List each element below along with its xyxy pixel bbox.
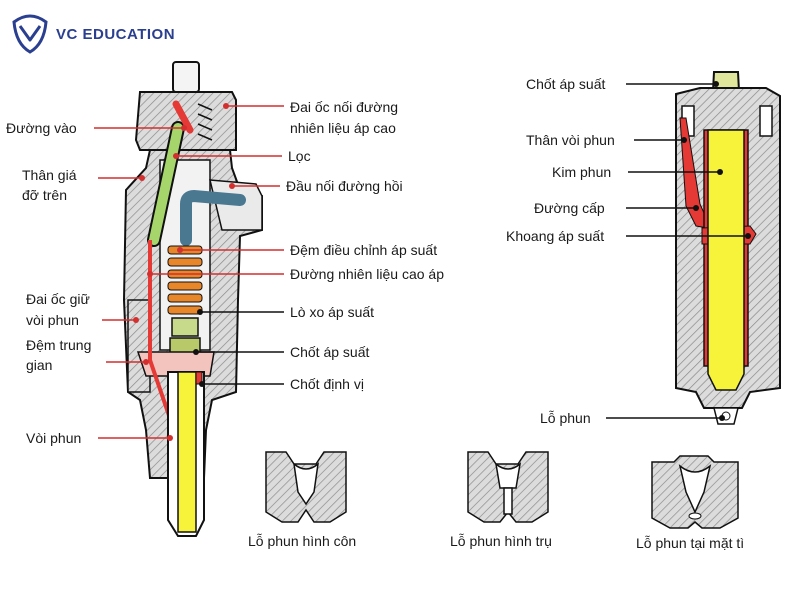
caption-cylindrical-hole: Lỗ phun hình trụ — [450, 533, 552, 549]
label-inlet: Đường vào — [6, 120, 77, 136]
label-spray-hole: Lỗ phun — [540, 410, 591, 426]
return-line — [180, 189, 246, 246]
label-spacer-line2: gian — [26, 357, 53, 373]
label-needle: Kim phun — [552, 164, 612, 180]
label-nozzle-nut-line1: Đai ốc giữ — [26, 291, 90, 307]
label-nozzle: Vòi phun — [26, 430, 82, 446]
label-pressure-pin: Chốt áp suất — [290, 344, 370, 360]
label-nozzle-body: Thân vòi phun — [526, 132, 615, 148]
caption-conical-hole: Lỗ phun hình côn — [248, 533, 357, 549]
caption-seat-hole: Lỗ phun tại mặt tì — [636, 535, 745, 551]
label-spring: Lò xo áp suất — [290, 304, 375, 320]
nozzle-type-cylindrical — [467, 451, 549, 523]
label-pressure-chamber: Khoang áp suất — [506, 228, 605, 244]
right-leader-lines — [606, 81, 751, 421]
left-leader-lines — [94, 103, 284, 441]
label-upper-holder-line1: Thân giá — [22, 167, 77, 183]
injector-assembly — [122, 61, 263, 537]
filter-element — [149, 123, 183, 245]
brand-logo-icon — [12, 14, 48, 54]
label-filter: Lọc — [288, 148, 311, 164]
label-feed-line: Đường cấp — [534, 200, 605, 216]
label-locating-pin: Chốt định vị — [290, 376, 364, 392]
label-hp-nut-line1: Đai ốc nối đường — [290, 99, 399, 115]
label-return-connector: Đầu nối đường hồi — [286, 178, 403, 194]
needle — [177, 371, 197, 533]
nozzle-type-seat — [651, 455, 739, 529]
label-hp-nut-line2: nhiên liệu áp cao — [290, 120, 396, 136]
brand-name: VC EDUCATION — [56, 26, 176, 43]
label-pressure-shim: Đệm điều chỉnh áp suất — [290, 242, 438, 258]
label-upper-holder-line2: đỡ trên — [22, 187, 67, 203]
label-hp-line: Đường nhiên liệu cao áp — [290, 266, 444, 282]
nozzle-cross-section — [675, 71, 781, 425]
nozzle-type-conical — [265, 451, 347, 523]
label-right-pressure-pin: Chốt áp suất — [526, 76, 606, 92]
pressure-pin-part — [171, 317, 199, 337]
label-spacer-line1: Đệm trung — [26, 337, 92, 353]
inlet-stub — [172, 61, 200, 93]
intermediate-spacer — [136, 351, 215, 377]
label-nozzle-nut-line2: vòi phun — [26, 312, 79, 328]
needle-section — [707, 129, 745, 391]
